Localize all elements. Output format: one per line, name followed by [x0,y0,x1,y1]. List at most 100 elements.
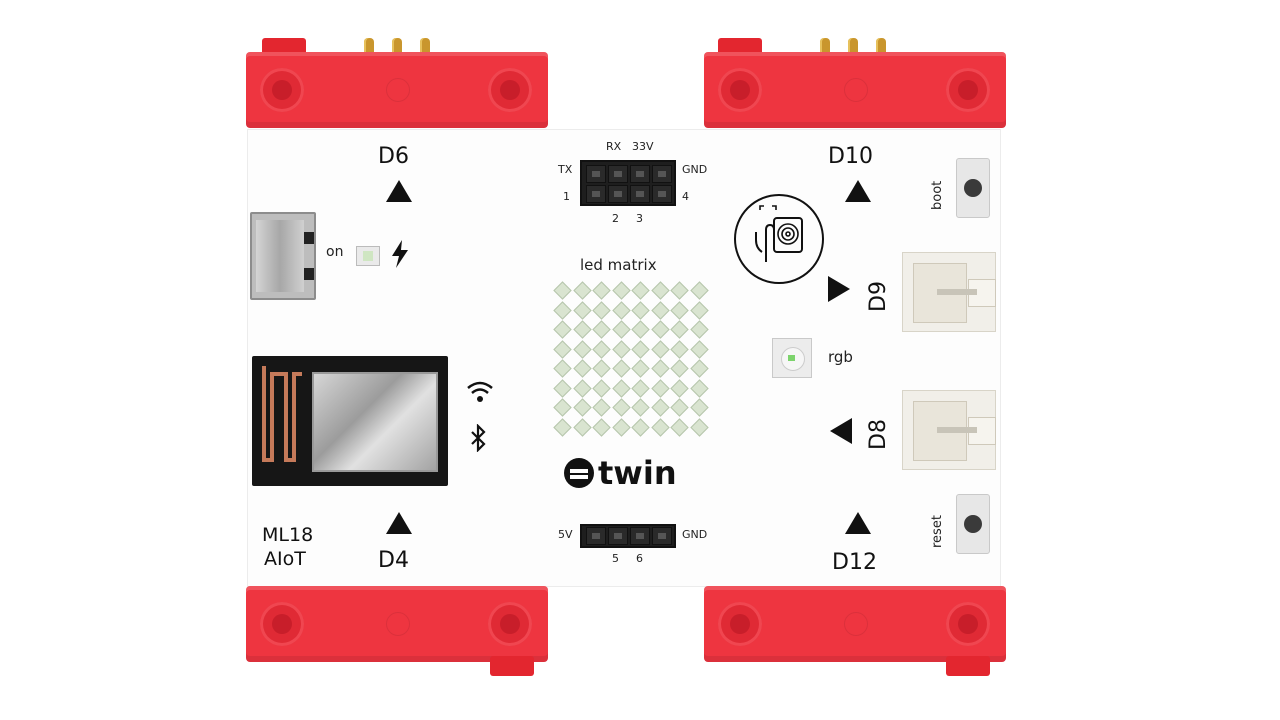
matrix-led [689,417,709,437]
power-led [356,246,380,266]
matrix-led [592,398,611,417]
matrix-led [611,339,631,359]
matrix-led [592,417,611,437]
matrix-led [592,378,611,398]
header-1-label: 1 [563,190,570,203]
port-label-d12: D12 [832,550,877,575]
bottom-right-peg [946,656,990,676]
header-3-label: 3 [636,212,643,225]
d4-arrow-icon [386,512,412,534]
matrix-led [631,378,650,398]
d6-arrow-icon [386,180,412,202]
matrix-led [592,281,611,300]
matrix-led [631,339,650,359]
brand-logo-text: twin [598,454,677,492]
power-on-label: on [326,244,344,260]
touch-sensor-icon [732,192,826,290]
model-line1: ML18 [262,524,314,546]
matrix-led [650,300,670,320]
top-pin-header [580,160,676,206]
twin-logo-icon [564,458,594,488]
top-right-connector [704,52,1006,128]
d8-connector[interactable] [902,390,996,470]
matrix-led [670,339,689,359]
matrix-led [592,320,611,339]
matrix-led [611,417,631,437]
matrix-led [572,417,592,437]
rgb-label: rgb [828,348,853,366]
d10-arrow-icon [845,180,871,202]
bluetooth-icon [470,423,488,456]
matrix-led [592,359,611,378]
matrix-led [670,378,689,398]
matrix-led [572,320,592,339]
port-label-d6: D6 [378,144,409,169]
bottom-right-connector [704,586,1006,662]
matrix-led [631,417,650,437]
matrix-led [670,281,689,300]
matrix-led [670,417,689,437]
bottom-left-peg [490,656,534,676]
matrix-led [611,398,631,417]
header-33v-label: 33V [632,140,654,153]
matrix-led [553,339,572,359]
d12-arrow-icon [845,512,871,534]
pogo-pin [848,38,858,54]
matrix-led [631,398,650,417]
matrix-led [650,281,670,300]
matrix-led [592,300,611,320]
matrix-led [650,359,670,378]
matrix-led [611,378,631,398]
wifi-icon [466,380,494,408]
matrix-led [553,300,572,320]
matrix-led [689,359,709,378]
boot-button[interactable] [956,158,990,218]
matrix-led [572,339,592,359]
bottom-header-5-label: 5 [612,552,619,565]
matrix-led [670,300,689,320]
matrix-led [689,398,709,417]
port-label-d4: D4 [378,548,409,573]
header-2-label: 2 [612,212,619,225]
matrix-led [553,359,572,378]
pogo-pin [876,38,886,54]
usb-c-port[interactable] [250,212,316,300]
pogo-pin [392,38,402,54]
reset-button[interactable] [956,494,990,554]
header-rx-label: RX [606,140,622,153]
top-left-connector [246,52,548,128]
bottom-header-6-label: 6 [636,552,643,565]
matrix-led [670,359,689,378]
matrix-led [631,300,650,320]
pogo-pin [420,38,430,54]
matrix-led [553,398,572,417]
wifi-module [252,356,448,486]
matrix-led [572,378,592,398]
matrix-led [650,398,670,417]
matrix-led [689,339,709,359]
matrix-led [631,320,650,339]
matrix-led [572,359,592,378]
matrix-led [631,359,650,378]
rgb-led [772,338,812,378]
d9-connector[interactable] [902,252,996,332]
matrix-led [611,320,631,339]
pogo-pin [820,38,830,54]
lightning-icon [390,240,410,272]
matrix-led [689,320,709,339]
matrix-led [553,320,572,339]
led-matrix-label: led matrix [580,256,657,274]
d9-arrow-icon [828,276,850,302]
led-matrix [552,280,709,437]
header-4-label: 4 [682,190,689,203]
boot-label: boot [930,180,945,210]
pogo-pin [364,38,374,54]
antenna-trace [262,366,302,462]
matrix-led [553,417,572,437]
header-tx-label: TX [558,163,573,176]
port-label-d9: D9 [866,281,891,312]
matrix-led [611,359,631,378]
matrix-led [650,378,670,398]
reset-label: reset [930,515,945,548]
matrix-led [689,281,709,300]
